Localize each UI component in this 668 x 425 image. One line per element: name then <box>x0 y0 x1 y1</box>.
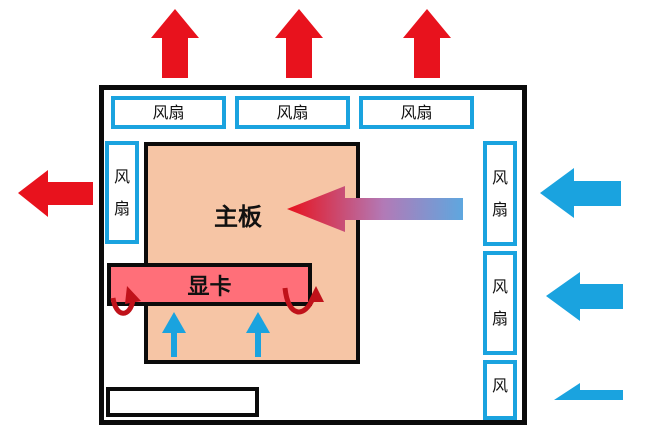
top-fan-3: 风扇 <box>359 96 474 129</box>
top-fan-1-label: 风扇 <box>152 102 185 122</box>
top-fan-2-label: 风扇 <box>276 102 309 122</box>
curved-airflow-arrow-icon <box>110 286 141 316</box>
airflow-gradient-arrow-icon <box>287 186 463 232</box>
top-fan-2: 风扇 <box>235 96 350 129</box>
airflow-diagram: 风扇 风扇 风扇 风 扇 风 扇 风 扇 风 主板 显卡 <box>18 9 623 425</box>
right-fan-1-char-2: 扇 <box>491 199 508 219</box>
right-fan-3-char-1: 风 <box>491 376 508 395</box>
upward-airflow-arrow-icon <box>246 312 270 357</box>
graphics-card: 显卡 <box>107 263 312 306</box>
graphics-card-label: 显卡 <box>187 274 232 300</box>
exhaust-arrow-up-icon <box>403 9 451 78</box>
right-fan-2-char-1: 风 <box>491 277 508 296</box>
right-fan-2: 风 扇 <box>483 251 517 355</box>
intake-arrow-left-icon <box>540 168 621 218</box>
top-fan-1: 风扇 <box>111 96 226 129</box>
upward-airflow-arrow-icon <box>162 312 186 357</box>
left-fan-char-1: 风 <box>113 166 130 186</box>
curved-airflow-arrow-icon <box>282 286 324 315</box>
exhaust-arrow-up-icon <box>151 9 199 78</box>
top-fan-3-label: 风扇 <box>400 102 433 122</box>
intake-arrow-left-icon <box>554 383 623 400</box>
intake-arrow-left-icon <box>546 272 623 321</box>
right-fan-1-char-1: 风 <box>491 167 508 187</box>
left-fan: 风 扇 <box>105 141 139 244</box>
motherboard-label: 主板 <box>214 203 262 231</box>
right-fan-2-char-2: 扇 <box>491 309 508 328</box>
right-fan-1: 风 扇 <box>483 141 517 246</box>
left-fan-char-2: 扇 <box>113 198 130 218</box>
exhaust-arrow-left-icon <box>18 170 93 217</box>
exhaust-arrow-up-icon <box>275 9 323 78</box>
airflow-arrows <box>18 9 623 400</box>
